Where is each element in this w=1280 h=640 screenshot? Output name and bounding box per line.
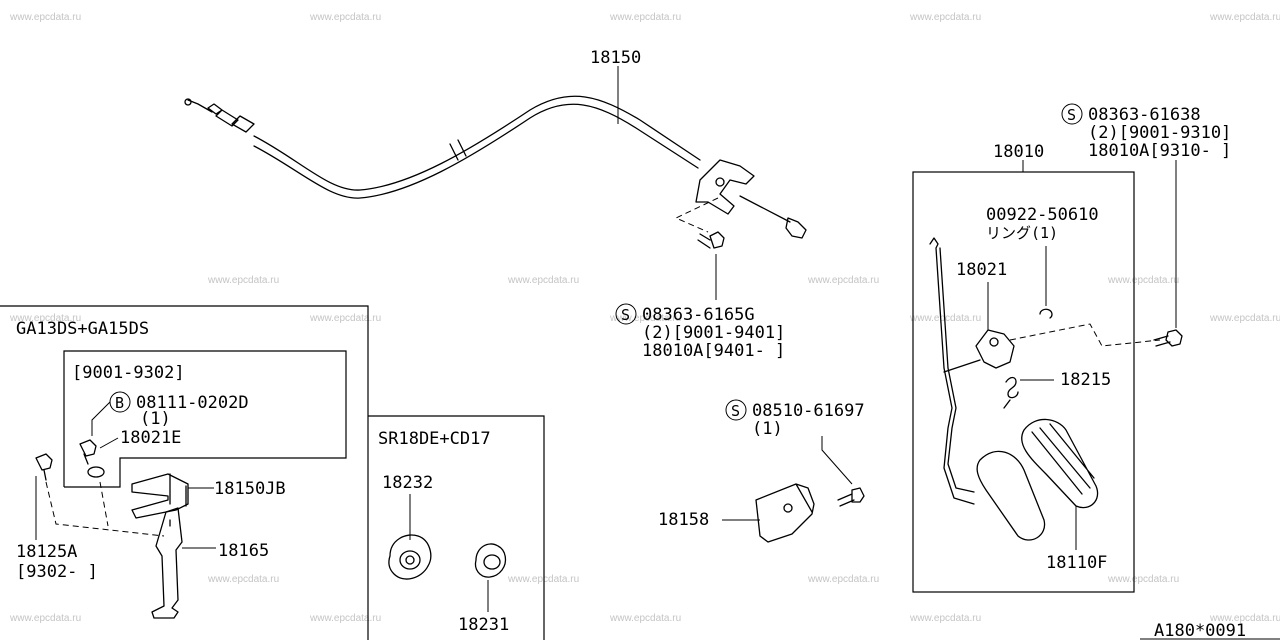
label-bolt-b-qty: (2)[9001-9401] <box>642 323 785 343</box>
watermark: www.epcdata.ru <box>507 275 579 286</box>
label-bolt-b-alt: 18010A[9401- ] <box>642 341 785 361</box>
label-bracket: 18158 <box>658 510 709 530</box>
bolt-c <box>837 487 865 507</box>
label-bolt-d-code: 08111-0202D <box>136 393 249 413</box>
label-bolt-a-code: 08363-61638 <box>1088 105 1201 125</box>
watermark: www.epcdata.ru <box>1209 613 1280 624</box>
sr-variant-frame <box>368 415 545 640</box>
leader-bolt-c <box>821 436 853 485</box>
label-bolt-c-qty: (1) <box>752 419 783 439</box>
label-bolt-b-code: 08363-6165G <box>642 305 755 325</box>
leader-bolt-b <box>674 197 719 233</box>
ring <box>1039 308 1053 319</box>
pedal-bracket <box>943 329 1015 373</box>
label-stopper-e: 18021E <box>120 428 181 448</box>
grommet-small <box>474 543 507 578</box>
accelerator-cable <box>184 66 807 300</box>
label-cable: 18150 <box>590 48 641 68</box>
ga-range-frame <box>63 350 347 488</box>
label-screw: 18125A <box>16 542 77 562</box>
clip <box>131 473 189 519</box>
pedal-foot <box>976 450 1046 541</box>
bolt-b <box>697 231 725 249</box>
b-badge-letter: B <box>115 394 124 412</box>
watermark: www.epcdata.ru <box>909 12 981 23</box>
label-bolt-a-qty: (2)[9001-9310] <box>1088 123 1231 143</box>
s-badge <box>725 399 747 421</box>
watermark: www.epcdata.ru <box>609 613 681 624</box>
watermark: www.epcdata.ru <box>609 12 681 23</box>
washer-d <box>87 466 105 478</box>
leader-bolt-d <box>91 401 111 436</box>
label-spring: 18215 <box>1060 370 1111 390</box>
grommet-large <box>388 534 432 580</box>
leader-screw-dash <box>45 481 165 537</box>
watermark: www.epcdata.ru <box>1209 313 1280 324</box>
watermark: www.epcdata.ru <box>309 613 381 624</box>
watermark: www.epcdata.ru <box>9 12 81 23</box>
pedal-pad <box>1021 418 1099 509</box>
label-stopper: 18021 <box>956 260 1007 280</box>
bolt-d <box>79 439 97 465</box>
page-code: A180*0091 <box>1154 621 1246 640</box>
watermark: www.epcdata.ru <box>309 313 381 324</box>
label-grommet-small: 18231 <box>458 615 509 635</box>
s-badge-letter: S <box>1067 106 1076 124</box>
cable-throttle-bracket <box>695 159 755 215</box>
s-badge-letter: S <box>621 306 630 324</box>
watermark: www.epcdata.ru <box>9 313 81 324</box>
cable-outer-upper <box>253 95 701 191</box>
label-pad: 18110F <box>1046 553 1107 573</box>
s-badge-letter: S <box>731 402 740 420</box>
label-clip: 18150JB <box>214 479 286 499</box>
pedal-arm <box>929 237 975 505</box>
bracket <box>755 483 815 543</box>
label-ga-range: [9001-9302] <box>72 363 185 383</box>
leader-stopper-e <box>99 437 119 449</box>
label-ring-name: リング(1) <box>986 224 1058 242</box>
watermark: www.epcdata.ru <box>1107 574 1179 585</box>
watermark: www.epcdata.ru <box>1107 275 1179 286</box>
label-ga-title: GA13DS+GA15DS <box>16 319 149 339</box>
s-badge <box>1061 103 1083 125</box>
watermark: www.epcdata.ru <box>909 613 981 624</box>
watermark: www.epcdata.ru <box>507 574 579 585</box>
label-bolt-a-alt: 18010A[9310- ] <box>1088 141 1231 161</box>
s-badge <box>615 303 637 325</box>
screw <box>35 453 53 481</box>
leader-bolt-a-dash <box>1009 323 1161 347</box>
watermark: www.epcdata.ru <box>309 12 381 23</box>
bolt-a <box>1153 329 1183 347</box>
watermark: www.epcdata.ru <box>1209 12 1280 23</box>
watermark: www.epcdata.ru <box>807 574 879 585</box>
label-bolt-c-code: 08510-61697 <box>752 401 865 421</box>
label-grommet-large: 18232 <box>382 473 433 493</box>
label-screw-range: [9302- ] <box>16 562 98 582</box>
watermark: www.epcdata.ru <box>9 613 81 624</box>
spring <box>1003 376 1019 409</box>
label-ring-code: 00922-50610 <box>986 205 1099 225</box>
cable-end-nipple <box>184 98 192 106</box>
label-pedal-assy: 18010 <box>993 142 1044 162</box>
cable-outer-lower <box>253 103 699 199</box>
label-sr-title: SR18DE+CD17 <box>378 429 491 449</box>
cable-end-right <box>739 195 807 239</box>
watermark: www.epcdata.ru <box>609 313 681 324</box>
ga-variant-frame <box>0 305 369 640</box>
watermark: www.epcdata.ru <box>207 275 279 286</box>
label-bolt-d-qty: (1) <box>140 409 171 429</box>
watermark: www.epcdata.ru <box>207 574 279 585</box>
cable-band <box>449 139 467 161</box>
cable-end-left <box>187 99 255 133</box>
clip-bracket <box>151 507 183 619</box>
watermark: www.epcdata.ru <box>807 275 879 286</box>
label-clip-bracket: 18165 <box>218 541 269 561</box>
